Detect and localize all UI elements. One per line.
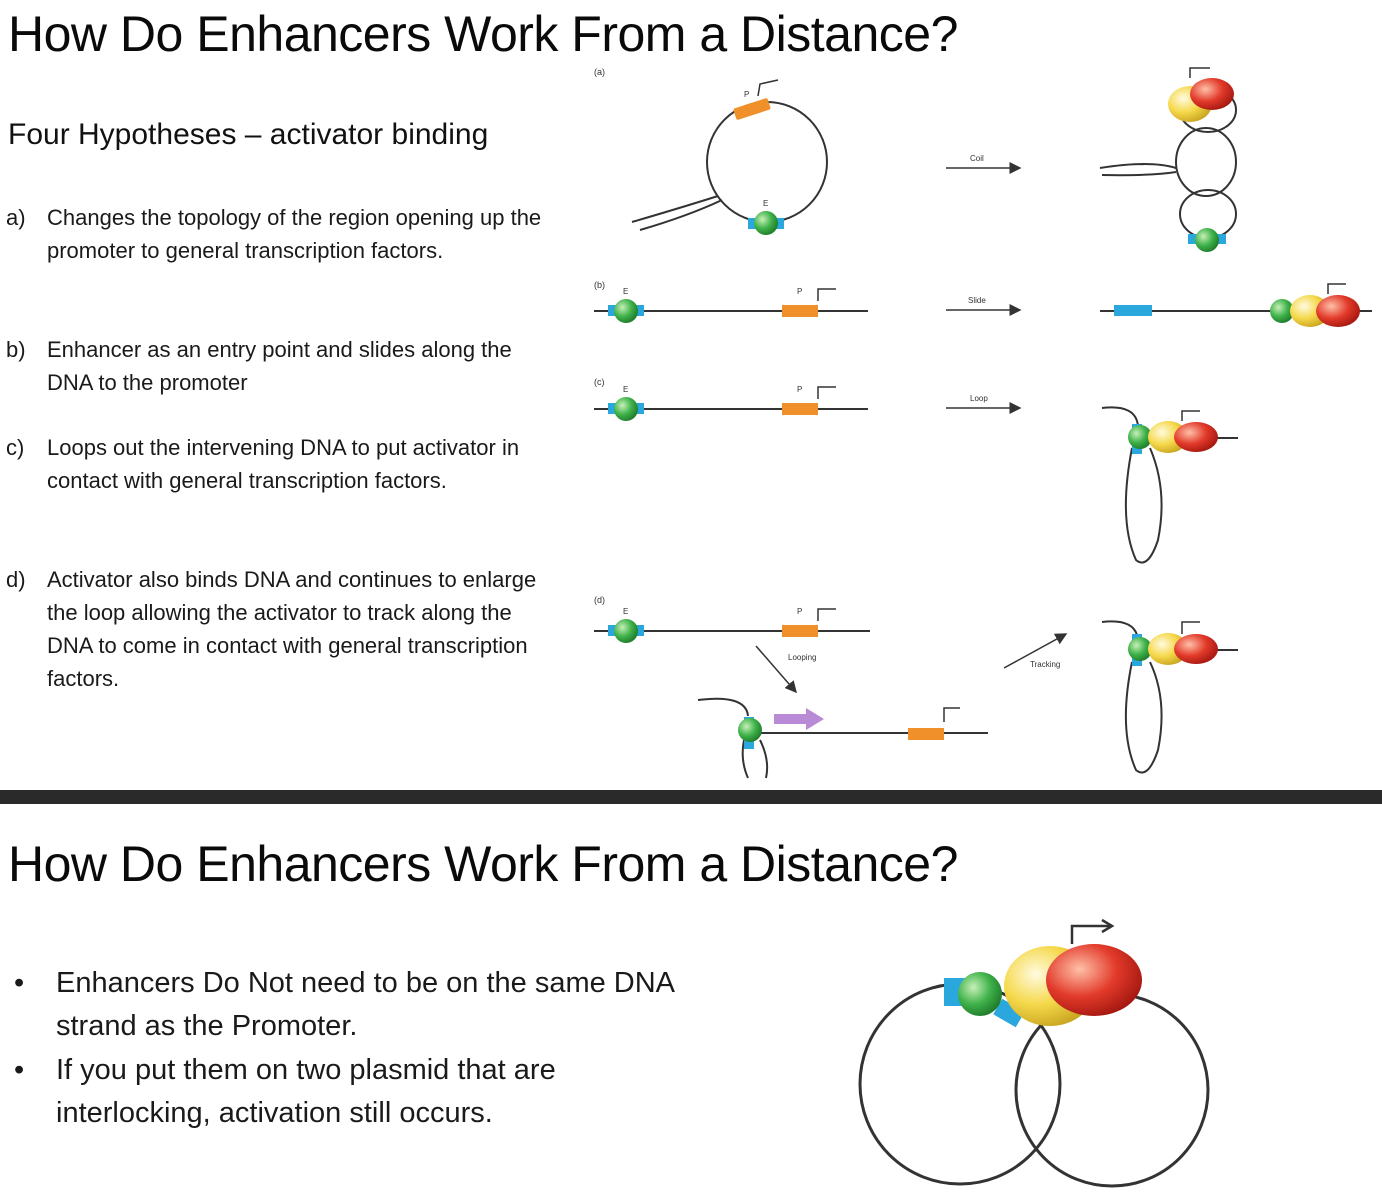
hypothesis-letter: b) <box>6 337 26 362</box>
dna-tail <box>1101 171 1177 177</box>
looping-arrow <box>755 645 797 694</box>
enhancer-label: E <box>623 607 628 616</box>
activator <box>1128 637 1152 661</box>
enhancer-box <box>993 998 1025 1028</box>
slide-title: How Do Enhancers Work From a Distance? <box>8 6 958 62</box>
slide-label: Slide <box>968 296 986 305</box>
panel-label-c: (c) <box>594 377 605 387</box>
panel-label-b: (b) <box>594 280 605 290</box>
panel-d-result <box>1101 620 1238 774</box>
looping-label: Looping <box>788 653 816 662</box>
transcription-start-arrow <box>817 386 836 399</box>
transcription-start-arrow <box>1181 410 1200 421</box>
loop-label: Loop <box>970 394 988 403</box>
bullet-marker: • <box>14 967 25 999</box>
tracking-arrow <box>1003 633 1068 669</box>
promoter-box <box>733 98 771 120</box>
dna-tail <box>631 195 719 223</box>
promoter-box <box>782 305 818 317</box>
bullet-text: Enhancers Do Not need to be on the same … <box>56 967 674 1042</box>
panel-label-a: (a) <box>594 67 605 77</box>
promoter-box <box>782 403 818 415</box>
dna-tail <box>639 199 723 231</box>
hypothesis-text: Changes the topology of the region openi… <box>47 205 542 263</box>
activator <box>614 397 638 421</box>
coiled-loop <box>1175 127 1237 197</box>
transcription-start-arrow <box>1070 924 1110 944</box>
transcription-start-arrow <box>1189 67 1210 78</box>
hypothesis-c: c) Loops out the intervening DNA to put … <box>6 431 556 497</box>
dna-loop <box>1124 661 1163 774</box>
panel-a-result <box>1099 67 1237 252</box>
activator <box>614 619 638 643</box>
transcription-start-arrow <box>943 707 960 722</box>
slide-top: How Do Enhancers Work From a Distance? F… <box>6 6 1372 779</box>
slide-divider <box>0 790 1382 804</box>
promoter-box <box>908 728 944 740</box>
promoter-box <box>782 625 818 637</box>
panel-d-start: E P <box>594 607 870 643</box>
transcription-start-arrow <box>1327 283 1346 294</box>
panel-d-intermediate <box>697 697 988 779</box>
general-transcription-factor <box>1316 295 1360 327</box>
tracking-label: Tracking <box>1030 660 1060 669</box>
activator <box>1270 299 1294 323</box>
slide-subtitle: Four Hypotheses – activator binding <box>8 118 489 151</box>
dna-loop <box>1124 447 1163 564</box>
panel-b-result <box>1100 283 1372 327</box>
transcription-start-arrow <box>817 288 836 301</box>
coil-label: Coil <box>970 154 984 163</box>
bullet-item: • If you put them on two plasmid that ar… <box>14 1049 694 1135</box>
panel-label-d: (d) <box>594 595 605 605</box>
hypothesis-b: b) Enhancer as an entry point and slides… <box>6 333 556 399</box>
bullet-item: • Enhancers Do Not need to be on the sam… <box>14 962 694 1048</box>
slide-bottom: How Do Enhancers Work From a Distance? •… <box>0 804 1382 1200</box>
hypothesis-text: Loops out the intervening DNA to put act… <box>47 435 520 493</box>
hypothesis-d: d) Activator also binds DNA and continue… <box>6 563 556 695</box>
interlocked-plasmids-figure <box>858 918 1210 1188</box>
transcription-start-arrow <box>817 608 836 621</box>
enhancer-label: E <box>623 385 628 394</box>
panel-c-result <box>1101 406 1238 564</box>
hypothesis-letter: d) <box>6 567 26 592</box>
transcription-start-arrow <box>757 79 779 97</box>
general-transcription-factor <box>1174 634 1218 664</box>
promoter-label: P <box>744 90 749 99</box>
activator <box>754 211 778 235</box>
bullet-text: If you put them on two plasmid that are … <box>56 1054 556 1129</box>
bullet-marker: • <box>14 1054 25 1086</box>
panel-c-start: E P <box>594 385 868 421</box>
panel-b-start: E P <box>594 287 868 323</box>
promoter-label: P <box>797 287 802 296</box>
dna-loop <box>741 739 769 779</box>
promoter-label: P <box>797 385 802 394</box>
transcription-start-arrow <box>1181 621 1200 634</box>
enhancer-label: E <box>763 199 768 208</box>
activator <box>614 299 638 323</box>
hypothesis-letter: a) <box>6 205 26 230</box>
enhancer-box <box>1114 305 1152 316</box>
panel-a-start: P E <box>631 79 828 235</box>
general-transcription-factor <box>1174 422 1218 452</box>
enhancer-label: E <box>623 287 628 296</box>
hypothesis-text: Enhancer as an entry point and slides al… <box>47 337 512 395</box>
hypothesis-text: Activator also binds DNA and continues t… <box>47 567 537 691</box>
slide-title: How Do Enhancers Work From a Distance? <box>8 836 958 892</box>
hypothesis-letter: c) <box>6 435 25 460</box>
promoter-label: P <box>797 607 802 616</box>
activator <box>1128 425 1152 449</box>
tracking-direction-arrow <box>774 708 824 730</box>
general-transcription-factor <box>1190 78 1234 110</box>
activator <box>958 972 1002 1016</box>
activator <box>1195 228 1219 252</box>
enhancer-hypotheses-figure: (a) (b) (c) (d) P E Coil <box>594 67 1372 779</box>
transcription-start-arrowhead <box>1101 918 1115 934</box>
dna-tail <box>1099 163 1177 169</box>
activator <box>738 718 762 742</box>
dna-tail <box>697 697 749 717</box>
hypothesis-a: a) Changes the topology of the region op… <box>6 201 556 267</box>
general-transcription-factor <box>1046 944 1142 1016</box>
dna-tail <box>1101 406 1139 427</box>
